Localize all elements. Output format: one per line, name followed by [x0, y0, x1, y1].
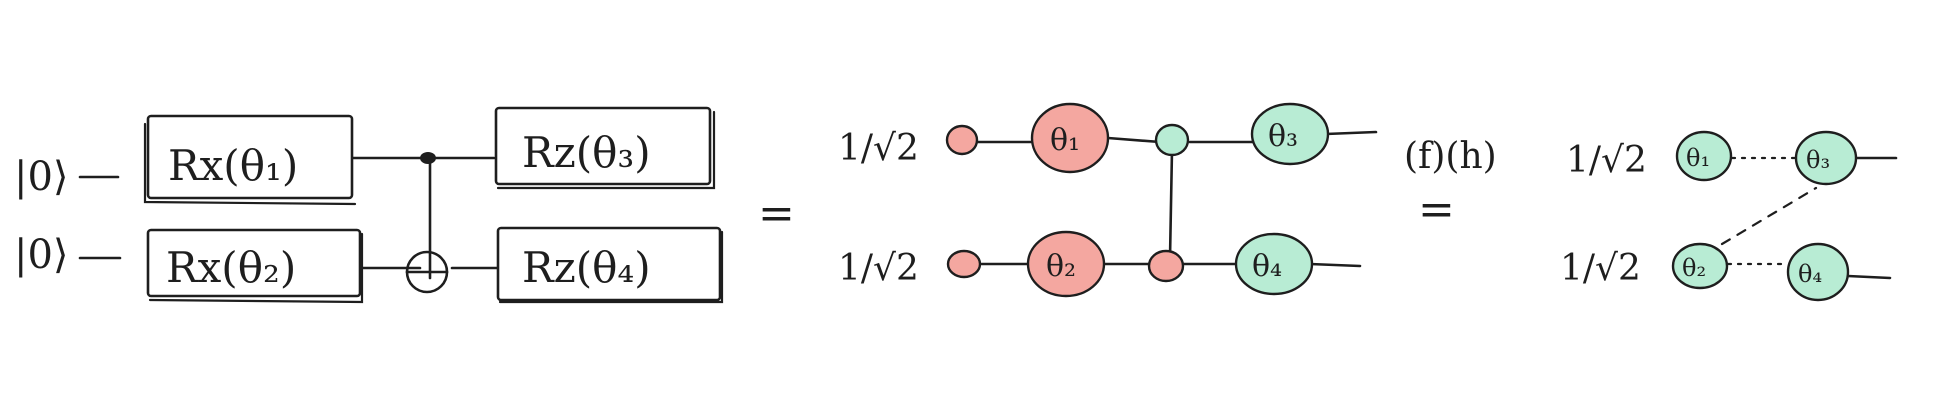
node-theta4 [1234, 232, 1314, 296]
gate-rx-theta1: Rx(θ₁) [143, 114, 357, 206]
node-theta4-label: θ₄ [1252, 249, 1282, 284]
quantum-circuit: |0⟩ |0⟩ Rx(θ₁) Rx(θ₂) [14, 106, 724, 304]
node-theta3-label: θ₃ [1268, 119, 1298, 154]
transform-label: (f)(h) [1404, 136, 1497, 177]
node2-theta1-label: θ₁ [1686, 144, 1710, 172]
gate-rx-theta2: Rx(θ₂) [146, 228, 364, 304]
gate-rx1-label: Rx(θ₁) [168, 141, 298, 190]
amplitude-bottom-2: 1/√2 [1560, 248, 1641, 289]
graph-state-2: 1/√2 1/√2 θ₁ θ₃ θ₂ θ₄ [1560, 130, 1898, 302]
gate-rx2-label: Rx(θ₂) [166, 243, 296, 292]
ket-zero-bottom: |0⟩ [14, 232, 69, 278]
equals-sign-1: = [758, 188, 795, 239]
input-node-top [945, 124, 979, 156]
equals-sign-2: = [1418, 184, 1455, 235]
amplitude-bottom-1: 1/√2 [838, 248, 919, 289]
ket-zero-top: |0⟩ [14, 154, 69, 200]
gate-rz-theta3: Rz(θ₃) [494, 106, 716, 190]
node2-theta3 [1794, 130, 1858, 186]
amplitude-top-1: 1/√2 [838, 128, 919, 169]
node-theta2 [1026, 230, 1106, 298]
gate-rz-theta4: Rz(θ₄) [496, 226, 724, 304]
node-theta3 [1250, 102, 1330, 166]
cnot-gate [405, 152, 449, 294]
node2-theta1 [1675, 130, 1733, 182]
gate-rz3-label: Rz(θ₃) [522, 128, 651, 177]
amplitude-top-2: 1/√2 [1566, 140, 1647, 181]
node2-theta3-label: θ₃ [1806, 146, 1830, 174]
node-theta2-label: θ₂ [1046, 249, 1076, 284]
node2-theta2-label: θ₂ [1682, 254, 1706, 282]
dashed-edge-diagonal [1720, 186, 1818, 246]
input-node-bottom [946, 249, 982, 279]
node-theta1-label: θ₁ [1050, 123, 1080, 158]
middle-node-bottom [1147, 249, 1185, 283]
gate-rz4-label: Rz(θ₄) [522, 243, 651, 292]
node-theta1 [1030, 102, 1110, 174]
node2-theta2 [1671, 242, 1729, 290]
node2-theta4 [1786, 242, 1850, 302]
graph-state-1: 1/√2 1/√2 θ₁ θ₂ θ₃ θ₄ [838, 102, 1378, 298]
middle-node-top [1154, 123, 1190, 157]
cnot-control-dot [420, 152, 436, 164]
node2-theta4-label: θ₄ [1798, 260, 1822, 288]
